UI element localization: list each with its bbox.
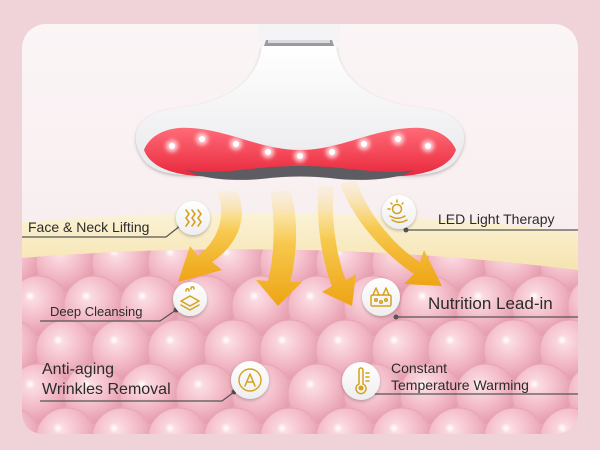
cell-highlight [417,379,427,389]
cell-highlight [557,423,567,433]
skin-cell [203,407,265,434]
skin-cell [539,407,578,434]
skin-cell [91,407,153,434]
feature-label: Face & Neck Lifting [28,219,150,235]
arrow-2 [256,190,302,306]
cell-highlight [445,423,455,433]
cell-highlight [137,379,147,389]
led-dot [233,141,239,147]
feature-nutrition-lead-in: Nutrition Lead-in [428,294,553,314]
cell-highlight [501,423,511,433]
cell-highlight [109,335,119,345]
skin-cell [259,407,321,434]
cell-highlight [193,379,203,389]
thermometer-icon [342,362,380,400]
cell-highlight [305,379,315,389]
skin-cell [427,407,489,434]
cell-highlight [53,423,63,433]
cell-highlight [557,335,567,345]
cell-highlight [81,379,91,389]
cleansing-layers-icon [173,282,207,316]
feature-label-line-2: Temperature Warming [391,377,529,393]
feature-label-line-1: Constant [391,360,448,376]
led-dot [265,149,271,155]
feature-label: LED Light Therapy [438,211,555,227]
feature-anti-aging: Anti-aging Wrinkles Removal [42,360,171,400]
skin-cell [567,275,578,337]
feature-led-light-therapy: LED Light Therapy [438,211,554,227]
skin-cell [35,407,97,434]
cell-highlight [473,379,483,389]
sun-light-icon [382,195,416,229]
cell-highlight [277,423,287,433]
cell-highlight [137,291,147,301]
cell-highlight [221,335,231,345]
cell-layer [22,249,578,434]
led-dot [361,141,367,147]
arrow-3 [317,186,356,306]
skin-layer [22,213,578,270]
feature-label: Deep Cleansing [50,304,143,319]
skin-cell [483,407,545,434]
cell-highlight [389,423,399,433]
led-dot [199,136,205,142]
label-lines [22,225,578,402]
cell-highlight [529,379,539,389]
wave-lines-icon [176,201,210,235]
led-dot [329,149,335,155]
cell-highlight [25,379,35,389]
cell-highlight [165,423,175,433]
skin-cell [371,407,433,434]
energy-arrows [178,180,442,306]
skin-cell [315,407,377,434]
arrow-1 [178,190,242,282]
led-dot [297,153,303,159]
feature-label-line-1: Anti-aging [42,361,115,378]
cell-highlight [81,291,91,301]
feature-temperature-warming: Constant Temperature Warming [391,360,529,394]
nutrition-bottle-icon [362,278,400,316]
cell-highlight [473,291,483,301]
led-dot [169,143,175,149]
cell-highlight [305,291,315,301]
skin-cell [22,407,41,434]
arrow-4 [340,180,442,286]
feature-deep-cleansing: Deep Cleansing [50,304,143,319]
cell-highlight [333,423,343,433]
cell-highlight [25,291,35,301]
feature-label-line-2: Wrinkles Removal [42,381,171,398]
cell-highlight [445,335,455,345]
cell-highlight [389,335,399,345]
cell-highlight [53,335,63,345]
beauty-device [135,24,465,180]
feature-label: Nutrition Lead-in [428,294,553,313]
cell-highlight [501,335,511,345]
cell-highlight [277,335,287,345]
led-dot [425,143,431,149]
cell-highlight [333,335,343,345]
cell-highlight [529,291,539,301]
skin-cell [539,319,578,381]
skin-cell [147,407,209,434]
led-dot [395,136,401,142]
vitamin-a-icon [231,361,269,399]
cell-highlight [417,291,427,301]
cell-highlight [165,335,175,345]
cell-highlight [249,291,259,301]
cell-highlight [109,423,119,433]
feature-face-neck-lifting: Face & Neck Lifting [28,219,149,235]
cell-highlight [221,423,231,433]
